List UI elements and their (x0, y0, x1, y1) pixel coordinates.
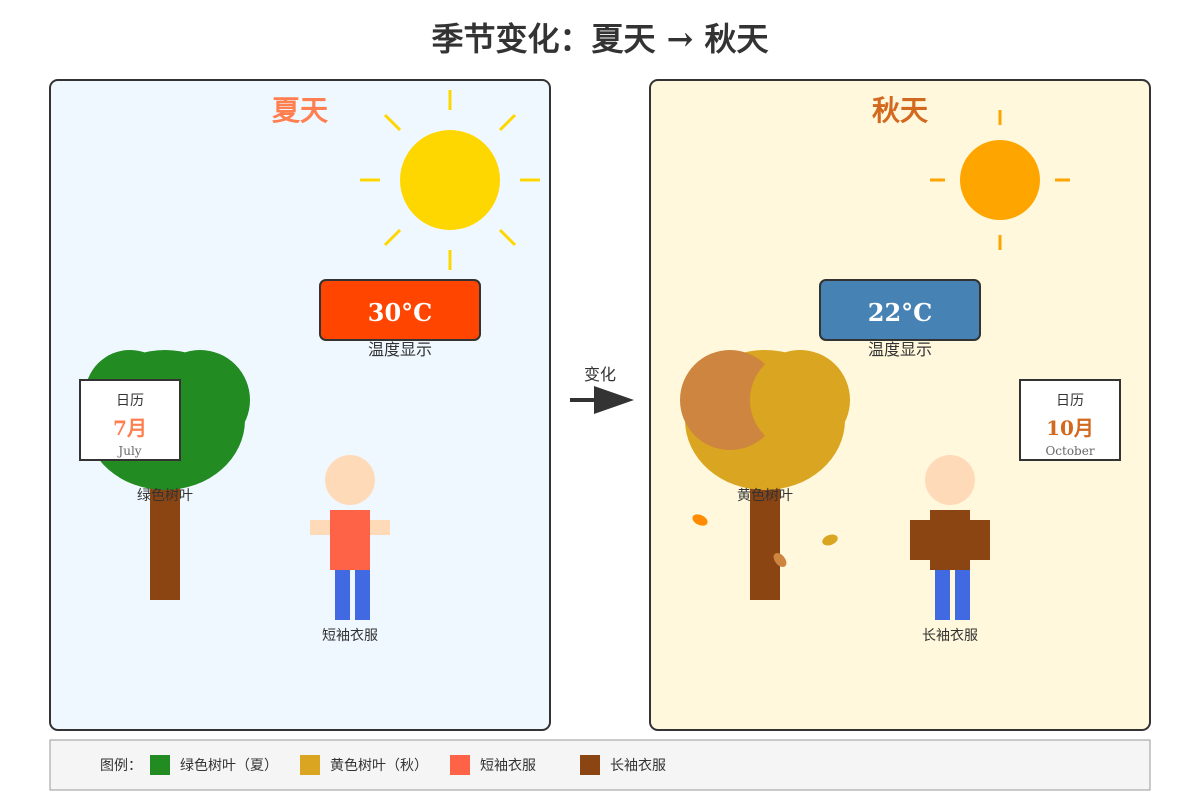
summer-person: 短袖衣服 (310, 455, 390, 644)
legend-label-short-sleeve: 短袖衣服 (480, 758, 536, 774)
summer-temperature-box (319, 279, 481, 341)
autumn-person: 长袖衣服 (910, 455, 990, 644)
summer-temperature-display: 30°C 温度显示 (319, 279, 481, 359)
autumn-calendar-month-en: October (1045, 444, 1094, 458)
legend-label-green-leaves: 绿色树叶（夏） (180, 757, 278, 774)
autumn-person-leg (955, 570, 970, 620)
summer-temperature-value: 30°C (368, 298, 433, 327)
summer-person-arm (310, 520, 330, 535)
autumn-temperature-caption: 温度显示 (868, 340, 932, 359)
legend-label-long-sleeve: 长袖衣服 (610, 758, 666, 774)
autumn-calendar-heading: 日历 (1056, 393, 1084, 409)
autumn-calendar: 日历 10月 October (1019, 379, 1121, 461)
summer-calendar-month: 7月 (113, 416, 147, 440)
summer-tree-label: 绿色树叶 (137, 487, 193, 504)
summer-title: 夏天 (272, 94, 328, 127)
arrow-right-icon (594, 386, 634, 414)
summer-panel: 夏天 30°C 温度显示 绿色树叶 (49, 79, 551, 731)
sun-disc (400, 130, 500, 230)
sun-ray (498, 113, 517, 132)
summer-calendar-heading: 日历 (116, 393, 144, 409)
autumn-calendar-frame (1019, 379, 1121, 461)
legend-label-yellow-leaves: 黄色树叶（秋） (330, 757, 428, 774)
change-arrow: 变化 (570, 365, 634, 414)
long-sleeve-shirt (930, 510, 970, 570)
falling-leaf-icon (773, 553, 787, 567)
summer-person-head (325, 455, 375, 505)
summer-calendar-frame (79, 379, 181, 461)
sun-ray (498, 228, 517, 247)
legend-swatch-long-sleeve (580, 755, 600, 775)
autumn-tree-trunk (750, 480, 780, 600)
legend-swatch-green-leaves (150, 755, 170, 775)
summer-tree-trunk (150, 480, 180, 600)
long-sleeve-arm (910, 520, 930, 560)
summer-sun-icon (360, 90, 540, 270)
legend: 图例： 绿色树叶（夏） 黄色树叶（秋） 短袖衣服 长袖衣服 (49, 739, 1151, 791)
falling-leaf-icon (822, 534, 838, 546)
short-sleeve-shirt (330, 510, 370, 570)
summer-person-arm (370, 520, 390, 535)
legend-swatch-yellow-leaves (300, 755, 320, 775)
autumn-calendar-month: 10月 (1046, 416, 1094, 440)
sun-ray (383, 113, 402, 132)
autumn-person-label: 长袖衣服 (922, 628, 978, 644)
autumn-person-leg (935, 570, 950, 620)
autumn-temperature-display: 22°C 温度显示 (819, 279, 981, 359)
summer-person-leg (355, 570, 370, 620)
autumn-sun-icon (930, 110, 1070, 250)
long-sleeve-arm (970, 520, 990, 560)
autumn-tree-canopy (750, 350, 850, 450)
autumn-tree-canopy (680, 350, 780, 450)
autumn-panel: 秋天 22°C 温度显示 黄色树叶 日 (649, 79, 1151, 731)
sun-ray (383, 228, 402, 247)
change-label: 变化 (584, 365, 616, 384)
autumn-tree-label: 黄色树叶 (737, 487, 793, 504)
summer-calendar-month-en: July (116, 444, 141, 458)
summer-person-label: 短袖衣服 (322, 628, 378, 644)
sun-disc (960, 140, 1040, 220)
autumn-tree: 黄色树叶 (680, 350, 850, 600)
autumn-title: 秋天 (872, 94, 928, 127)
autumn-temperature-box (819, 279, 981, 341)
autumn-person-head (925, 455, 975, 505)
diagram-title: 季节变化：夏天 → 秋天 (431, 20, 768, 58)
autumn-temperature-value: 22°C (868, 298, 933, 327)
legend-swatch-short-sleeve (450, 755, 470, 775)
legend-heading: 图例： (100, 758, 142, 774)
falling-leaf-icon (692, 514, 708, 526)
summer-calendar: 日历 7月 July (79, 379, 181, 461)
summer-temperature-caption: 温度显示 (368, 340, 432, 359)
summer-person-leg (335, 570, 350, 620)
